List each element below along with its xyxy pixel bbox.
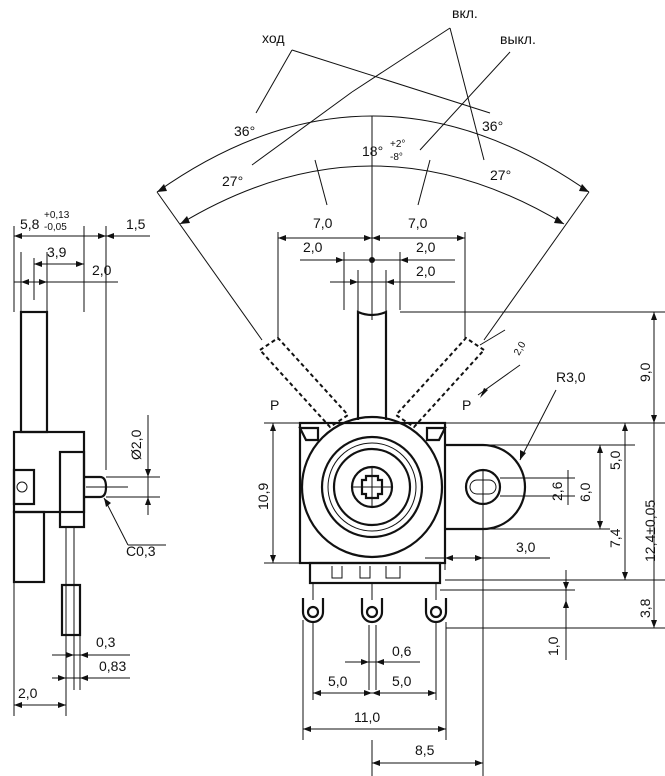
dim-2-0-left: 2,0 <box>303 239 323 255</box>
dim-5-8-tol-dn: -0,05 <box>44 222 67 233</box>
dim-1-0: 1,0 <box>545 636 561 656</box>
label-vykl: выкл. <box>500 31 536 47</box>
dim-3-0: 3,0 <box>516 539 536 555</box>
dim-7-0-right: 7,0 <box>408 215 428 231</box>
dim-7-0-left: 7,0 <box>313 215 333 231</box>
dim-5-8-tol-up: +0,13 <box>44 210 70 221</box>
dim-9-0: 9,0 <box>637 362 653 382</box>
dim-10-9: 10,9 <box>255 483 271 510</box>
dim-r3-0: R3,0 <box>556 369 586 385</box>
label-hod: ход <box>262 30 285 46</box>
angle-36-right: 36° <box>482 118 503 134</box>
dim-diameter-2-0: Ø2,0 <box>128 429 144 460</box>
dim-5-0-right-bottom: 5,0 <box>392 673 412 689</box>
dim-2-6: 2,6 <box>549 481 565 501</box>
angle-18: 18° <box>362 143 383 159</box>
dim-0-6: 0,6 <box>392 643 412 659</box>
label-vkl: вкл. <box>452 5 478 21</box>
dim-2-0-side: 2,0 <box>92 262 112 278</box>
dim-3-8: 3,8 <box>637 598 653 618</box>
label-p-right: P <box>462 397 471 413</box>
dim-2-0-right: 2,0 <box>416 239 436 255</box>
dim-7-4: 7,4 <box>607 528 623 548</box>
dim-5-0-right: 5,0 <box>607 450 623 470</box>
dim-3-9: 3,9 <box>47 244 67 260</box>
dim-5-8: 5,8 <box>20 216 40 232</box>
side-view: 5,8 +0,13 -0,05 1,5 3,9 2,0 Ø2,0 C0,3 <box>12 210 166 716</box>
angle-18-tol-up: +2° <box>390 139 405 150</box>
dim-8-5: 8,5 <box>415 742 435 758</box>
dim-0-83: 0,83 <box>99 658 126 674</box>
label-p-left: P <box>270 397 279 413</box>
angle-27-left: 27° <box>222 173 243 189</box>
dim-6-0: 6,0 <box>577 482 593 502</box>
dim-5-0-left: 5,0 <box>328 673 348 689</box>
angle-36-left: 36° <box>234 123 255 139</box>
dim-2-0-diag: 2,0 <box>512 340 529 358</box>
dim-11-0: 11,0 <box>354 709 380 725</box>
angle-18-tol-dn: -8° <box>390 152 403 163</box>
angle-27-right: 27° <box>490 167 511 183</box>
front-view: 36° 36° 27° 27° 18° +2° -8° ход вкл. вык… <box>156 5 665 776</box>
dim-2-0-inner: 2,0 <box>416 263 436 279</box>
dim-0-3: 0,3 <box>96 634 116 650</box>
dim-12-4: 12,4±0,05 <box>642 500 658 562</box>
dim-chamfer-c0-3: C0,3 <box>126 543 156 559</box>
dim-1-5: 1,5 <box>126 216 146 232</box>
dim-2-0-bottom: 2,0 <box>18 685 38 701</box>
